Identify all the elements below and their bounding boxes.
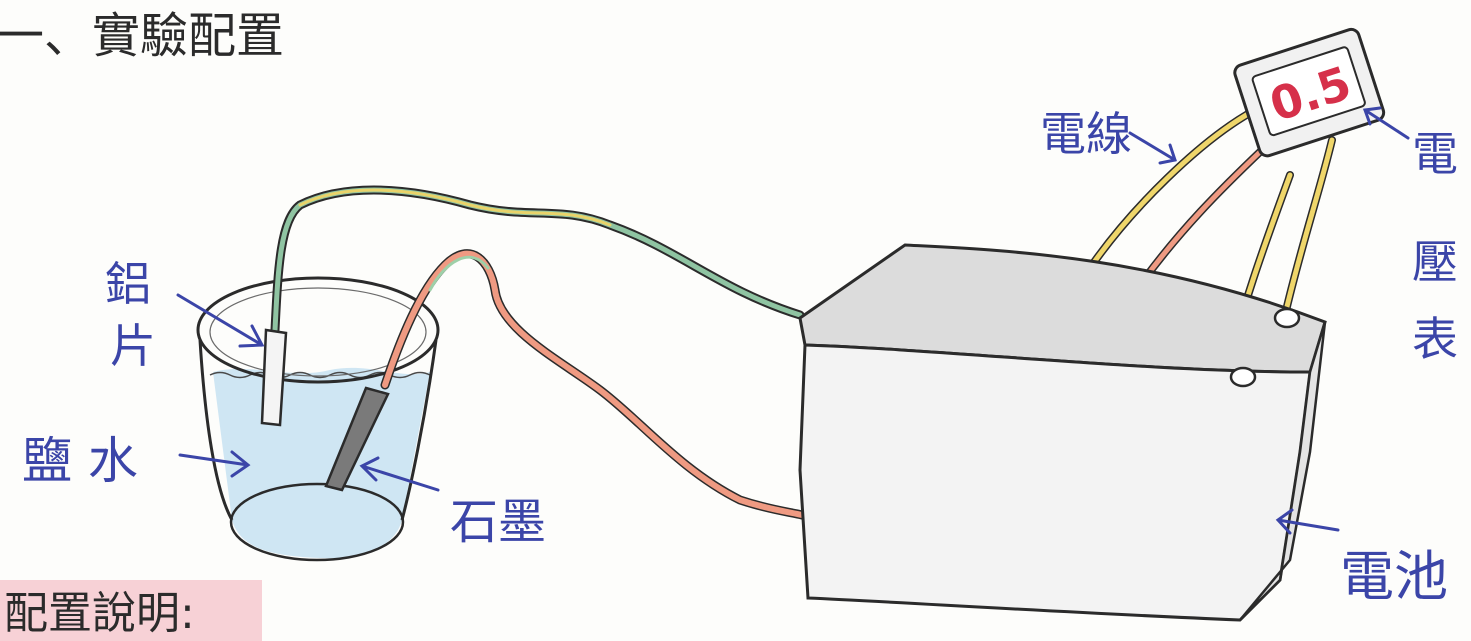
label-voltmeter: 電 壓 表 (1412, 127, 1458, 366)
label-wire: 電線 (1040, 107, 1132, 161)
battery (800, 245, 1325, 620)
label-battery: 電池 (1340, 545, 1448, 608)
label-salt-water: 鹽 水 (22, 432, 138, 490)
arrow-wire (1130, 133, 1175, 163)
label-graphite: 石墨 (450, 494, 546, 550)
config-note: 配置說明: (4, 588, 195, 639)
arrow-aluminum (178, 295, 262, 346)
voltmeter: 0.5 (1233, 27, 1386, 158)
arrow-battery (1278, 510, 1338, 533)
label-voltmeter-char-3: 表 (1412, 312, 1458, 366)
battery-terminal-positive (1275, 309, 1299, 327)
label-aluminum-char-2: 片 (110, 319, 156, 373)
battery-terminal-negative (1231, 368, 1255, 386)
beaker (198, 278, 438, 560)
page-title: 一、實驗配置 (0, 8, 284, 64)
label-aluminum-char-1: 鋁 (105, 257, 151, 311)
label-aluminum: 鋁 片 (105, 257, 156, 373)
label-voltmeter-char-1: 電 (1412, 127, 1458, 181)
label-voltmeter-char-2: 壓 (1412, 235, 1458, 289)
battery-front (800, 345, 1310, 620)
